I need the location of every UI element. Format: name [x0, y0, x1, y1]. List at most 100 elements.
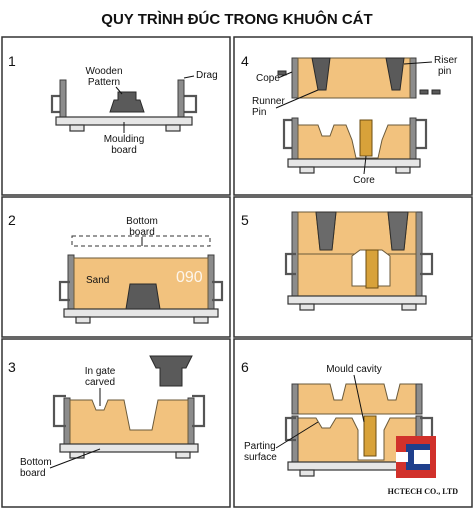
- panel-5-board: [287, 295, 427, 305]
- panel-2-left-handle: [58, 280, 70, 302]
- panel-2-foot-left: [75, 316, 91, 324]
- panel-4-cope-left-wall: [291, 57, 299, 99]
- panel-3-frame: [1, 338, 231, 508]
- panel-4-label-riser-pin: pin: [438, 66, 451, 77]
- panel-2-right-handle: [212, 280, 224, 302]
- panel-3-label-carved: carved: [85, 377, 115, 388]
- panel-1-label-drag: Drag: [196, 70, 218, 81]
- panel-4-peg-left: [277, 70, 287, 76]
- company-name: HCTECH CO., LTD: [388, 487, 459, 496]
- panel-6-label-mould-cavity: Mould cavity: [326, 364, 382, 375]
- panel-3-left-wall: [63, 397, 71, 445]
- panel-1-label-moulding: Moulding: [104, 134, 145, 145]
- panel-6-parting-leader: [275, 421, 319, 449]
- panel-2-foot-right: [193, 316, 209, 324]
- panel-5-left-handle: [284, 252, 296, 276]
- panel-3-board: [59, 443, 199, 453]
- panel-5-foot-right: [401, 303, 417, 311]
- panel-3-right-handle: [192, 394, 206, 428]
- panel-4-drag-sand: [297, 124, 411, 161]
- panel-4-core: [359, 119, 373, 157]
- panel-4-riser-leader: [403, 61, 433, 65]
- panel-1-foot-left: [69, 124, 85, 132]
- panel-4-riser-pin: [385, 57, 405, 91]
- panel-4-runner-pin: [311, 57, 331, 91]
- panel-4-peg-right-1: [419, 89, 429, 95]
- panel-3-right-wall: [187, 397, 195, 445]
- watermark-text: 090: [176, 269, 203, 286]
- panel-1-foot-right: [165, 124, 181, 132]
- panel-6-cope-right-wall: [415, 383, 423, 415]
- panel-1-number: 1: [8, 53, 16, 69]
- panel-6-frame: [233, 338, 473, 508]
- panel-2-label-sand: Sand: [86, 275, 109, 286]
- panel-3-label-board: board: [20, 468, 46, 479]
- panel-3-board-leader: [49, 448, 101, 469]
- panel-1-pattern-leader: [115, 86, 123, 95]
- panel-6-label-surface: surface: [244, 452, 277, 463]
- panel-1-drag-left-wall: [59, 79, 67, 121]
- panel-6-label-parting: Parting: [244, 441, 276, 452]
- panel-4-right-handle: [414, 118, 428, 150]
- panel-5-foot-left: [299, 303, 315, 311]
- panel-3-number: 3: [8, 359, 16, 375]
- panel-5-number: 5: [241, 212, 249, 228]
- panel-4-label-core: Core: [353, 175, 375, 186]
- panel-4-number: 4: [241, 53, 249, 69]
- panel-4-foot-left: [299, 166, 315, 174]
- panel-4-drag-left-wall: [291, 117, 299, 161]
- panel-1-frame: [1, 36, 231, 196]
- panel-3-sand: [69, 399, 189, 445]
- panel-6-left-handle: [284, 416, 296, 442]
- panel-5-core: [365, 249, 379, 289]
- panel-1-right-handle: [184, 94, 198, 114]
- panel-2-number: 2: [8, 212, 16, 228]
- panel-4-left-handle: [282, 118, 294, 150]
- panel-2-frame: [1, 196, 231, 338]
- panel-6-cavity-leader: [353, 374, 365, 423]
- panel-1-left-handle: [50, 94, 62, 114]
- panel-5-runner-pin: [315, 211, 337, 251]
- panel-6-core: [363, 415, 377, 457]
- panel-5-right-handle: [420, 252, 434, 276]
- panel-1-drag-leader: [183, 75, 195, 79]
- panel-4-board: [287, 158, 421, 168]
- company-logo: [396, 436, 436, 478]
- panel-4-label-runner: Runner: [252, 96, 285, 107]
- panel-5-riser-pin: [387, 211, 409, 251]
- panel-2-label-board: board: [129, 227, 155, 238]
- panel-1-label-board: board: [111, 145, 137, 156]
- panel-3-label-ingate: In gate: [85, 366, 116, 377]
- panel-2-board: [63, 308, 219, 318]
- panel-4-foot-right: [395, 166, 411, 174]
- panel-2-pattern: [125, 283, 161, 310]
- panel-3-left-handle: [52, 394, 66, 428]
- panel-4-runner-leader: [275, 89, 319, 109]
- panel-5-frame: [233, 196, 473, 338]
- panel-4-peg-right-2: [431, 89, 441, 95]
- panel-1-wooden-pattern: [109, 91, 145, 113]
- panel-2-label-bottom: Bottom: [126, 216, 158, 227]
- panel-3-pattern-removed: [149, 355, 193, 387]
- panel-2-bottom-board-outline: [71, 235, 211, 247]
- diagram-title: QUY TRÌNH ĐÚC TRONG KHUÔN CÁT: [101, 10, 372, 28]
- logo-inner-white: [414, 450, 430, 464]
- panel-1-drag-right-wall: [177, 79, 185, 121]
- panel-3-foot-right: [175, 451, 191, 459]
- panel-4-cope-leader: [277, 71, 293, 79]
- panel-4-label-cope: Cope: [256, 73, 280, 84]
- panel-4-label-runner-pin: Pin: [252, 107, 266, 118]
- panel-4-frame: [233, 36, 473, 196]
- panel-3-label-bottom: Bottom: [20, 457, 52, 468]
- panel-4-label-riser: Riser: [434, 55, 458, 66]
- panel-3-foot-left: [69, 451, 85, 459]
- panel-6-number: 6: [241, 359, 249, 375]
- panel-6-cope-left-wall: [291, 383, 299, 415]
- panel-4-core-leader: [363, 155, 367, 175]
- panel-6-foot-left: [299, 469, 315, 477]
- panel-4-drag-right-wall: [409, 117, 417, 161]
- logo-notch: [396, 452, 408, 462]
- panel-1-label-pattern: Pattern: [88, 77, 120, 88]
